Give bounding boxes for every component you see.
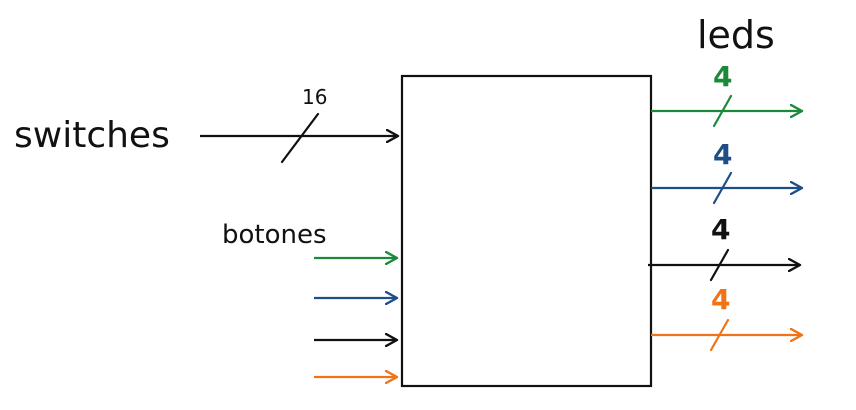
led-output-width-blue: 4 <box>713 138 732 171</box>
led-output-width-orange: 4 <box>711 283 730 316</box>
led-output-width-black: 4 <box>711 213 730 246</box>
led-output-width-green: 4 <box>713 60 732 93</box>
led-output-slash-black <box>709 248 730 282</box>
switches-label: switches <box>14 115 170 156</box>
led-output-slash-blue <box>712 171 733 205</box>
led-output-slash-green <box>712 94 733 128</box>
switches-bus-width: 16 <box>302 85 327 109</box>
botones-label: botones <box>222 220 327 250</box>
main-block <box>400 74 653 388</box>
leds-label: leds <box>697 13 775 57</box>
led-output-slash-orange <box>709 318 730 352</box>
switches-bus-slash <box>280 112 320 164</box>
